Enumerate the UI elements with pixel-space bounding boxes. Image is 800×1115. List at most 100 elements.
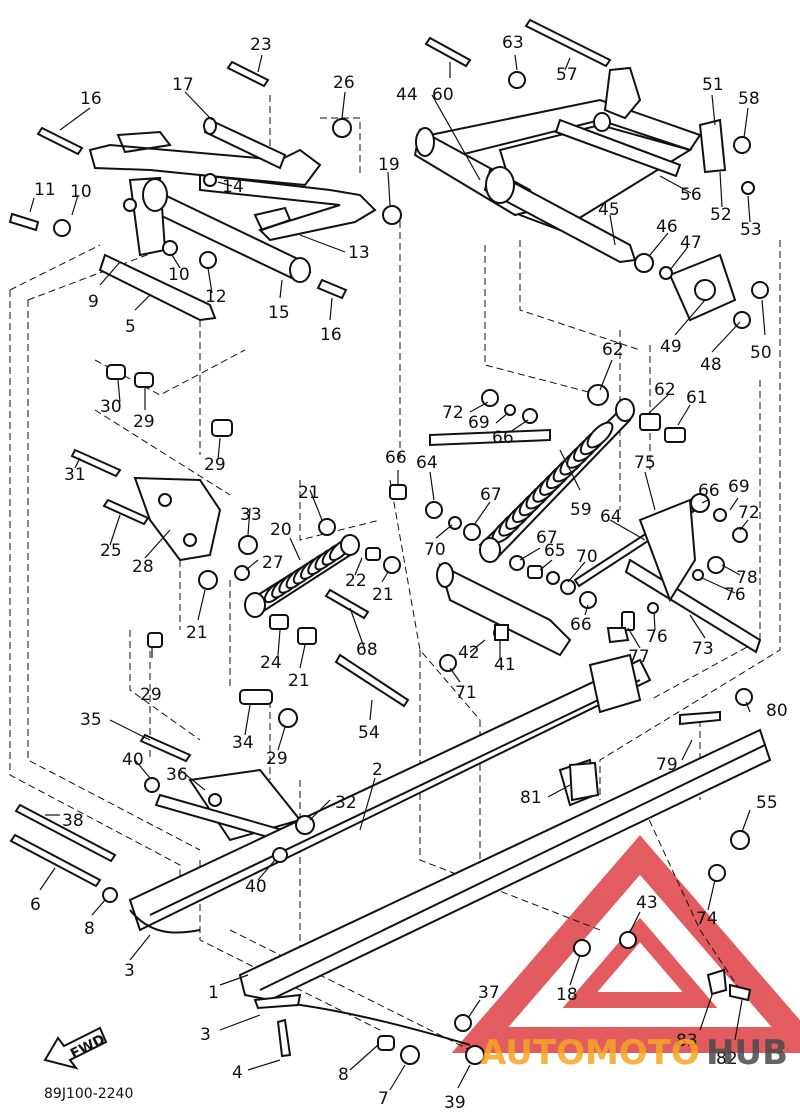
- callout-65: 65: [544, 541, 566, 561]
- callout-10: 10: [70, 182, 92, 202]
- callout-67: 67: [536, 528, 558, 548]
- callout-13: 13: [348, 243, 370, 263]
- front-arm-assembly: [88, 117, 377, 322]
- callout-68: 68: [356, 640, 378, 660]
- callout-77: 77: [628, 647, 650, 667]
- callout-27: 27: [262, 553, 284, 573]
- callout-30: 30: [100, 397, 122, 417]
- callout-40: 40: [245, 877, 267, 897]
- callout-51: 51: [702, 75, 724, 95]
- callout-43: 43: [636, 893, 658, 913]
- callout-36: 36: [166, 765, 188, 785]
- callout-9: 9: [88, 292, 99, 312]
- callout-14: 14: [222, 177, 244, 197]
- callout-61: 61: [686, 388, 708, 408]
- watermark-secondary: HUB: [706, 1033, 788, 1073]
- callout-72: 72: [738, 503, 760, 523]
- callout-45: 45: [598, 200, 620, 220]
- callout-40: 40: [122, 750, 144, 770]
- callout-69: 69: [728, 477, 750, 497]
- callout-42: 42: [458, 643, 480, 663]
- callout-66: 66: [570, 615, 592, 635]
- callout-46: 46: [656, 217, 678, 237]
- callout-8: 8: [338, 1065, 349, 1085]
- callout-73: 73: [692, 639, 714, 659]
- small-parts: [53, 71, 769, 1065]
- rear-arm-assembly: [413, 66, 737, 322]
- callout-47: 47: [680, 233, 702, 253]
- callout-60: 60: [432, 85, 454, 105]
- callout-71: 71: [455, 683, 477, 703]
- callout-37: 37: [478, 983, 500, 1003]
- callout-23: 23: [250, 35, 272, 55]
- shock-absorbers: [244, 398, 635, 618]
- callout-55: 55: [756, 793, 778, 813]
- fwd-arrow-icon: [43, 1026, 108, 1070]
- watermark-logo: [451, 835, 800, 1053]
- callout-62: 62: [602, 340, 624, 360]
- callout-82: 82: [716, 1049, 738, 1069]
- callout-66: 66: [698, 481, 720, 501]
- watermark-text: AUTOMOTO HUB: [480, 1033, 788, 1073]
- callout-7: 7: [378, 1089, 389, 1109]
- callout-64: 64: [416, 453, 438, 473]
- callout-8: 8: [84, 919, 95, 939]
- callout-53: 53: [740, 220, 762, 240]
- callout-20: 20: [270, 520, 292, 540]
- callout-25: 25: [100, 541, 122, 561]
- callout-63: 63: [502, 33, 524, 53]
- callout-49: 49: [660, 337, 682, 357]
- callout-69: 69: [468, 413, 490, 433]
- callout-18: 18: [556, 985, 578, 1005]
- callout-31: 31: [64, 465, 86, 485]
- callout-81: 81: [520, 788, 542, 808]
- callout-19: 19: [378, 155, 400, 175]
- callout-21: 21: [288, 671, 310, 691]
- callout-1: 1: [208, 983, 219, 1003]
- forward-arrow: FWD: [43, 1026, 108, 1070]
- callout-3: 3: [124, 961, 135, 981]
- triangle-logo-icon: [451, 835, 800, 1053]
- diagram-code: 89J100-2240: [44, 1086, 133, 1102]
- callout-35: 35: [80, 710, 102, 730]
- callout-57: 57: [556, 65, 578, 85]
- callout-29: 29: [204, 455, 226, 475]
- callout-56: 56: [680, 185, 702, 205]
- callout-74: 74: [696, 909, 718, 929]
- callout-4: 4: [232, 1063, 243, 1083]
- callout-10: 10: [168, 265, 190, 285]
- callout-76: 76: [646, 627, 668, 647]
- callout-72: 72: [442, 403, 464, 423]
- callout-21: 21: [298, 483, 320, 503]
- callout-labels: 16 17 23 26 19 11 10 14 10 12 9 5 13 15 …: [30, 33, 788, 1113]
- callout-78: 78: [736, 568, 758, 588]
- spring-coil: [586, 421, 614, 449]
- callout-29: 29: [140, 685, 162, 705]
- callout-22: 22: [345, 571, 367, 591]
- callout-16: 16: [80, 89, 102, 109]
- callout-24: 24: [260, 653, 282, 673]
- callout-52: 52: [710, 205, 732, 225]
- callout-62: 62: [654, 380, 676, 400]
- callout-29: 29: [266, 749, 288, 769]
- leader-lines: [29, 54, 766, 1091]
- callout-21: 21: [372, 585, 394, 605]
- callout-26: 26: [333, 73, 355, 93]
- callout-67: 67: [480, 485, 502, 505]
- callout-32: 32: [335, 793, 357, 813]
- callout-29: 29: [133, 412, 155, 432]
- callout-21: 21: [186, 623, 208, 643]
- callout-64: 64: [600, 507, 622, 527]
- callout-38: 38: [62, 811, 84, 831]
- callout-15: 15: [268, 303, 290, 323]
- callout-28: 28: [132, 557, 154, 577]
- callout-79: 79: [656, 755, 678, 775]
- callout-16: 16: [320, 325, 342, 345]
- callout-80: 80: [766, 701, 788, 721]
- callout-39: 39: [444, 1093, 466, 1113]
- callout-2: 2: [372, 760, 383, 780]
- callout-66: 66: [385, 448, 407, 468]
- callout-3: 3: [200, 1025, 211, 1045]
- callout-75: 75: [634, 453, 656, 473]
